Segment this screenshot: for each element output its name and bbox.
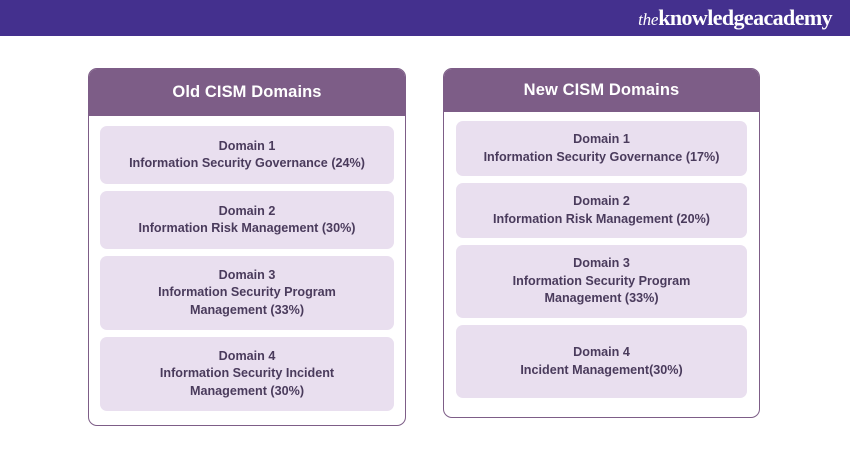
card-body-old: Domain 1 Information Security Governance… <box>89 116 405 425</box>
domain-item: Domain 2 Information Risk Management (30… <box>100 191 394 249</box>
logo-text-academy: academy <box>753 5 833 30</box>
domain-item: Domain 4 Incident Management(30%) <box>456 325 747 398</box>
domain-detail: Information Security Program <box>512 273 691 288</box>
domain-item: Domain 4 Information Security Incident M… <box>100 337 394 411</box>
domain-label: Domain 1 <box>218 138 276 153</box>
domain-label: Domain 1 <box>573 132 630 147</box>
domain-detail-2: Management (33%) <box>189 302 305 317</box>
domain-detail: Information Security Governance (24%) <box>129 156 365 170</box>
domain-label: Domain 2 <box>573 194 630 209</box>
domain-item: Domain 3 Information Security Program Ma… <box>100 256 394 330</box>
domain-detail-2: Management (30%) <box>189 383 305 398</box>
logo-text-the: the <box>638 10 659 29</box>
domain-detail: Information Security Incident <box>159 366 335 381</box>
domain-label: Domain 3 <box>573 256 630 271</box>
card-new-cism-domains: New CISM Domains Domain 1 Information Se… <box>443 68 760 418</box>
theknowledgeacademy-logo: the knowledge academy <box>638 5 833 30</box>
domain-detail-2: Management (33%) <box>544 291 659 306</box>
domain-detail: Information Security Governance (17%) <box>483 149 720 164</box>
card-title-old: Old CISM Domains <box>89 69 405 116</box>
domain-item: Domain 1 Information Security Governance… <box>100 126 394 184</box>
domain-item: Domain 3 Information Security Program Ma… <box>456 245 747 318</box>
domain-label: Domain 4 <box>573 345 630 360</box>
logo-text-knowledge: knowledge <box>658 5 754 30</box>
domain-label: Domain 2 <box>218 203 276 218</box>
domain-detail: Information Risk Management (20%) <box>493 211 710 226</box>
domain-detail: Information Risk Management (30%) <box>138 221 356 235</box>
domain-item: Domain 1 Information Security Governance… <box>456 121 747 176</box>
domain-detail: Information Security Program <box>158 285 336 300</box>
domain-label: Domain 4 <box>218 348 276 363</box>
domain-detail: Incident Management(30%) <box>520 362 683 377</box>
domain-item: Domain 2 Information Risk Management (20… <box>456 183 747 238</box>
card-old-cism-domains: Old CISM Domains Domain 1 Information Se… <box>88 68 406 426</box>
top-banner: the knowledge academy <box>0 0 850 36</box>
domain-label: Domain 3 <box>218 267 276 282</box>
card-title-new: New CISM Domains <box>444 69 759 112</box>
card-body-new: Domain 1 Information Security Governance… <box>444 112 759 417</box>
